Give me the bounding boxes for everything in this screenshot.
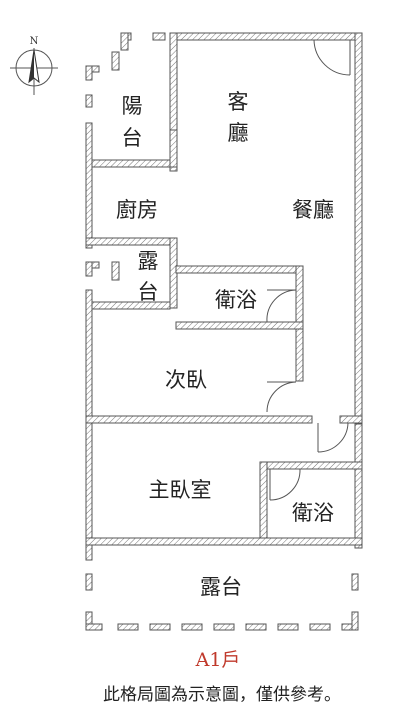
room-label-terrace-small-1: 露 bbox=[138, 249, 159, 273]
room-label-terrace-bottom: 露台 bbox=[200, 575, 242, 599]
room-label-balcony-2: 台 bbox=[122, 126, 143, 150]
north-compass-icon: N bbox=[10, 36, 58, 95]
unit-title: A1戶 bbox=[195, 649, 241, 671]
room-label-balcony-1: 陽 bbox=[122, 94, 143, 118]
terrace-rail bbox=[85, 573, 359, 631]
room-label-dining: 餐廳 bbox=[292, 198, 334, 222]
compass-north-label: N bbox=[30, 36, 39, 47]
walls bbox=[85, 32, 363, 561]
disclaimer-note: 此格局圖為示意圖，僅供參考。 bbox=[103, 685, 341, 705]
doors bbox=[266, 39, 351, 501]
room-label-bath-1: 衛浴 bbox=[215, 288, 257, 312]
room-label-bath-2: 衛浴 bbox=[292, 501, 334, 525]
room-label-living-1: 客 bbox=[228, 90, 249, 114]
room-label-living-2: 廳 bbox=[228, 121, 249, 145]
room-label-bedroom-2: 次臥 bbox=[165, 368, 207, 392]
room-label-terrace-small-2: 台 bbox=[138, 280, 159, 304]
room-label-master-bedroom: 主臥室 bbox=[149, 478, 212, 502]
room-label-kitchen: 廚房 bbox=[116, 198, 158, 222]
